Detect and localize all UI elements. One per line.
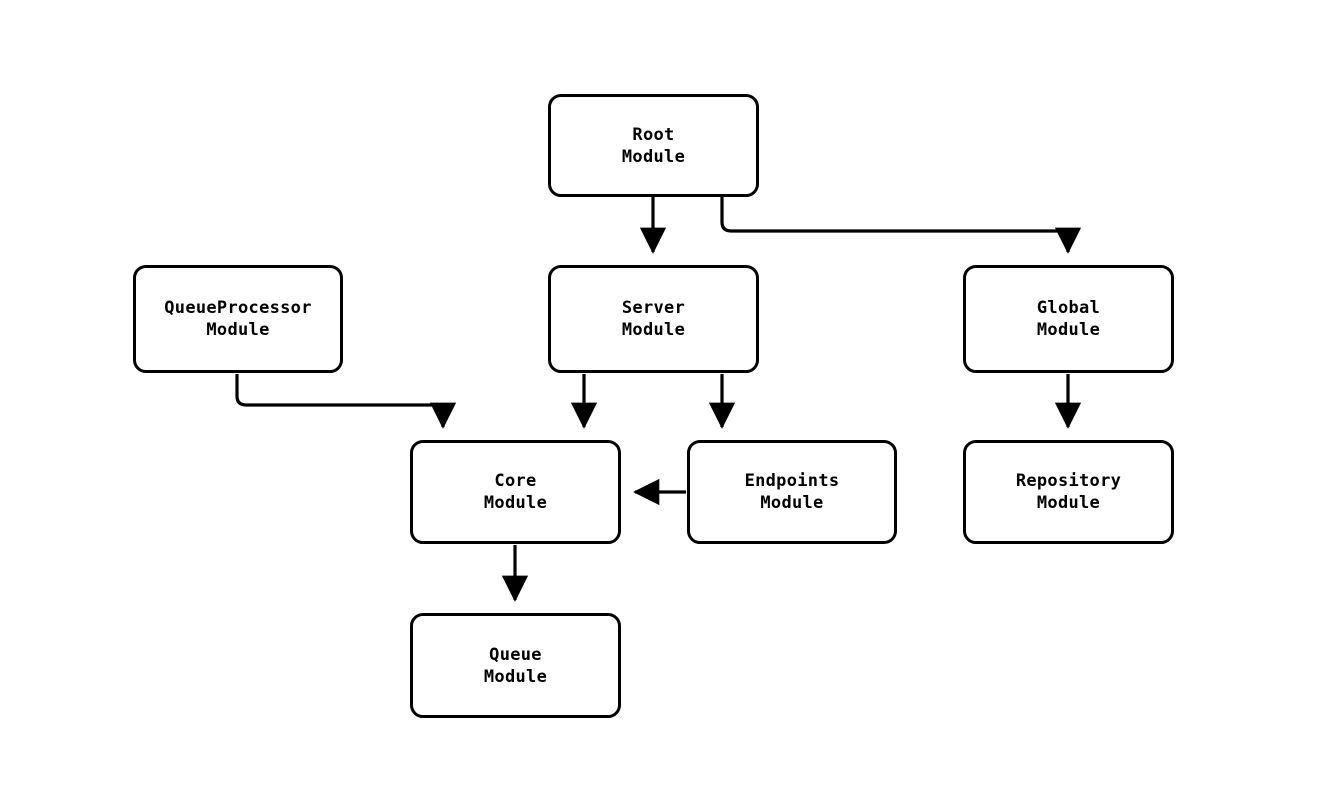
node-endpoints-module-label: Endpoints Module — [744, 471, 840, 513]
node-core-module[interactable]: Core Module — [410, 440, 621, 544]
node-server-module-label: Server Module — [621, 298, 686, 340]
node-core-module-label: Core Module — [483, 471, 548, 513]
node-queue-module[interactable]: Queue Module — [410, 613, 621, 718]
node-root-module-label: Root Module — [621, 124, 686, 167]
node-repository-module-label: Repository Module — [1015, 471, 1122, 513]
edge-root-to-global — [720, 197, 1082, 254]
node-endpoints-module[interactable]: Endpoints Module — [687, 440, 897, 544]
node-queueprocessor-module-label: QueueProcessor Module — [164, 298, 312, 340]
node-global-module-label: Global Module — [1036, 298, 1101, 340]
node-queueprocessor-module[interactable]: QueueProcessor Module — [133, 265, 343, 373]
node-queue-module-label: Queue Module — [483, 644, 548, 687]
node-global-module[interactable]: Global Module — [963, 265, 1174, 373]
edge-queueprocessor-to-core — [235, 374, 457, 429]
node-root-module[interactable]: Root Module — [548, 94, 759, 197]
node-server-module[interactable]: Server Module — [548, 265, 759, 373]
node-repository-module[interactable]: Repository Module — [963, 440, 1174, 544]
